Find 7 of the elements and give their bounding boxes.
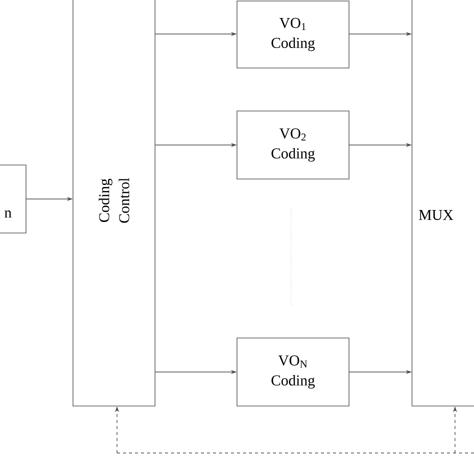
coding-box: VO$_{1}$ Coding — [236, 0, 350, 68]
input-box: n — [0, 164, 26, 234]
dashed-line — [116, 452, 474, 454]
coding-box: VO$_{2}$ Coding — [236, 110, 350, 180]
coding-box: VO$_{N}$ Coding — [236, 338, 350, 406]
mux-box: MUX — [412, 0, 474, 406]
control-box: Coding Control — [72, 0, 156, 406]
